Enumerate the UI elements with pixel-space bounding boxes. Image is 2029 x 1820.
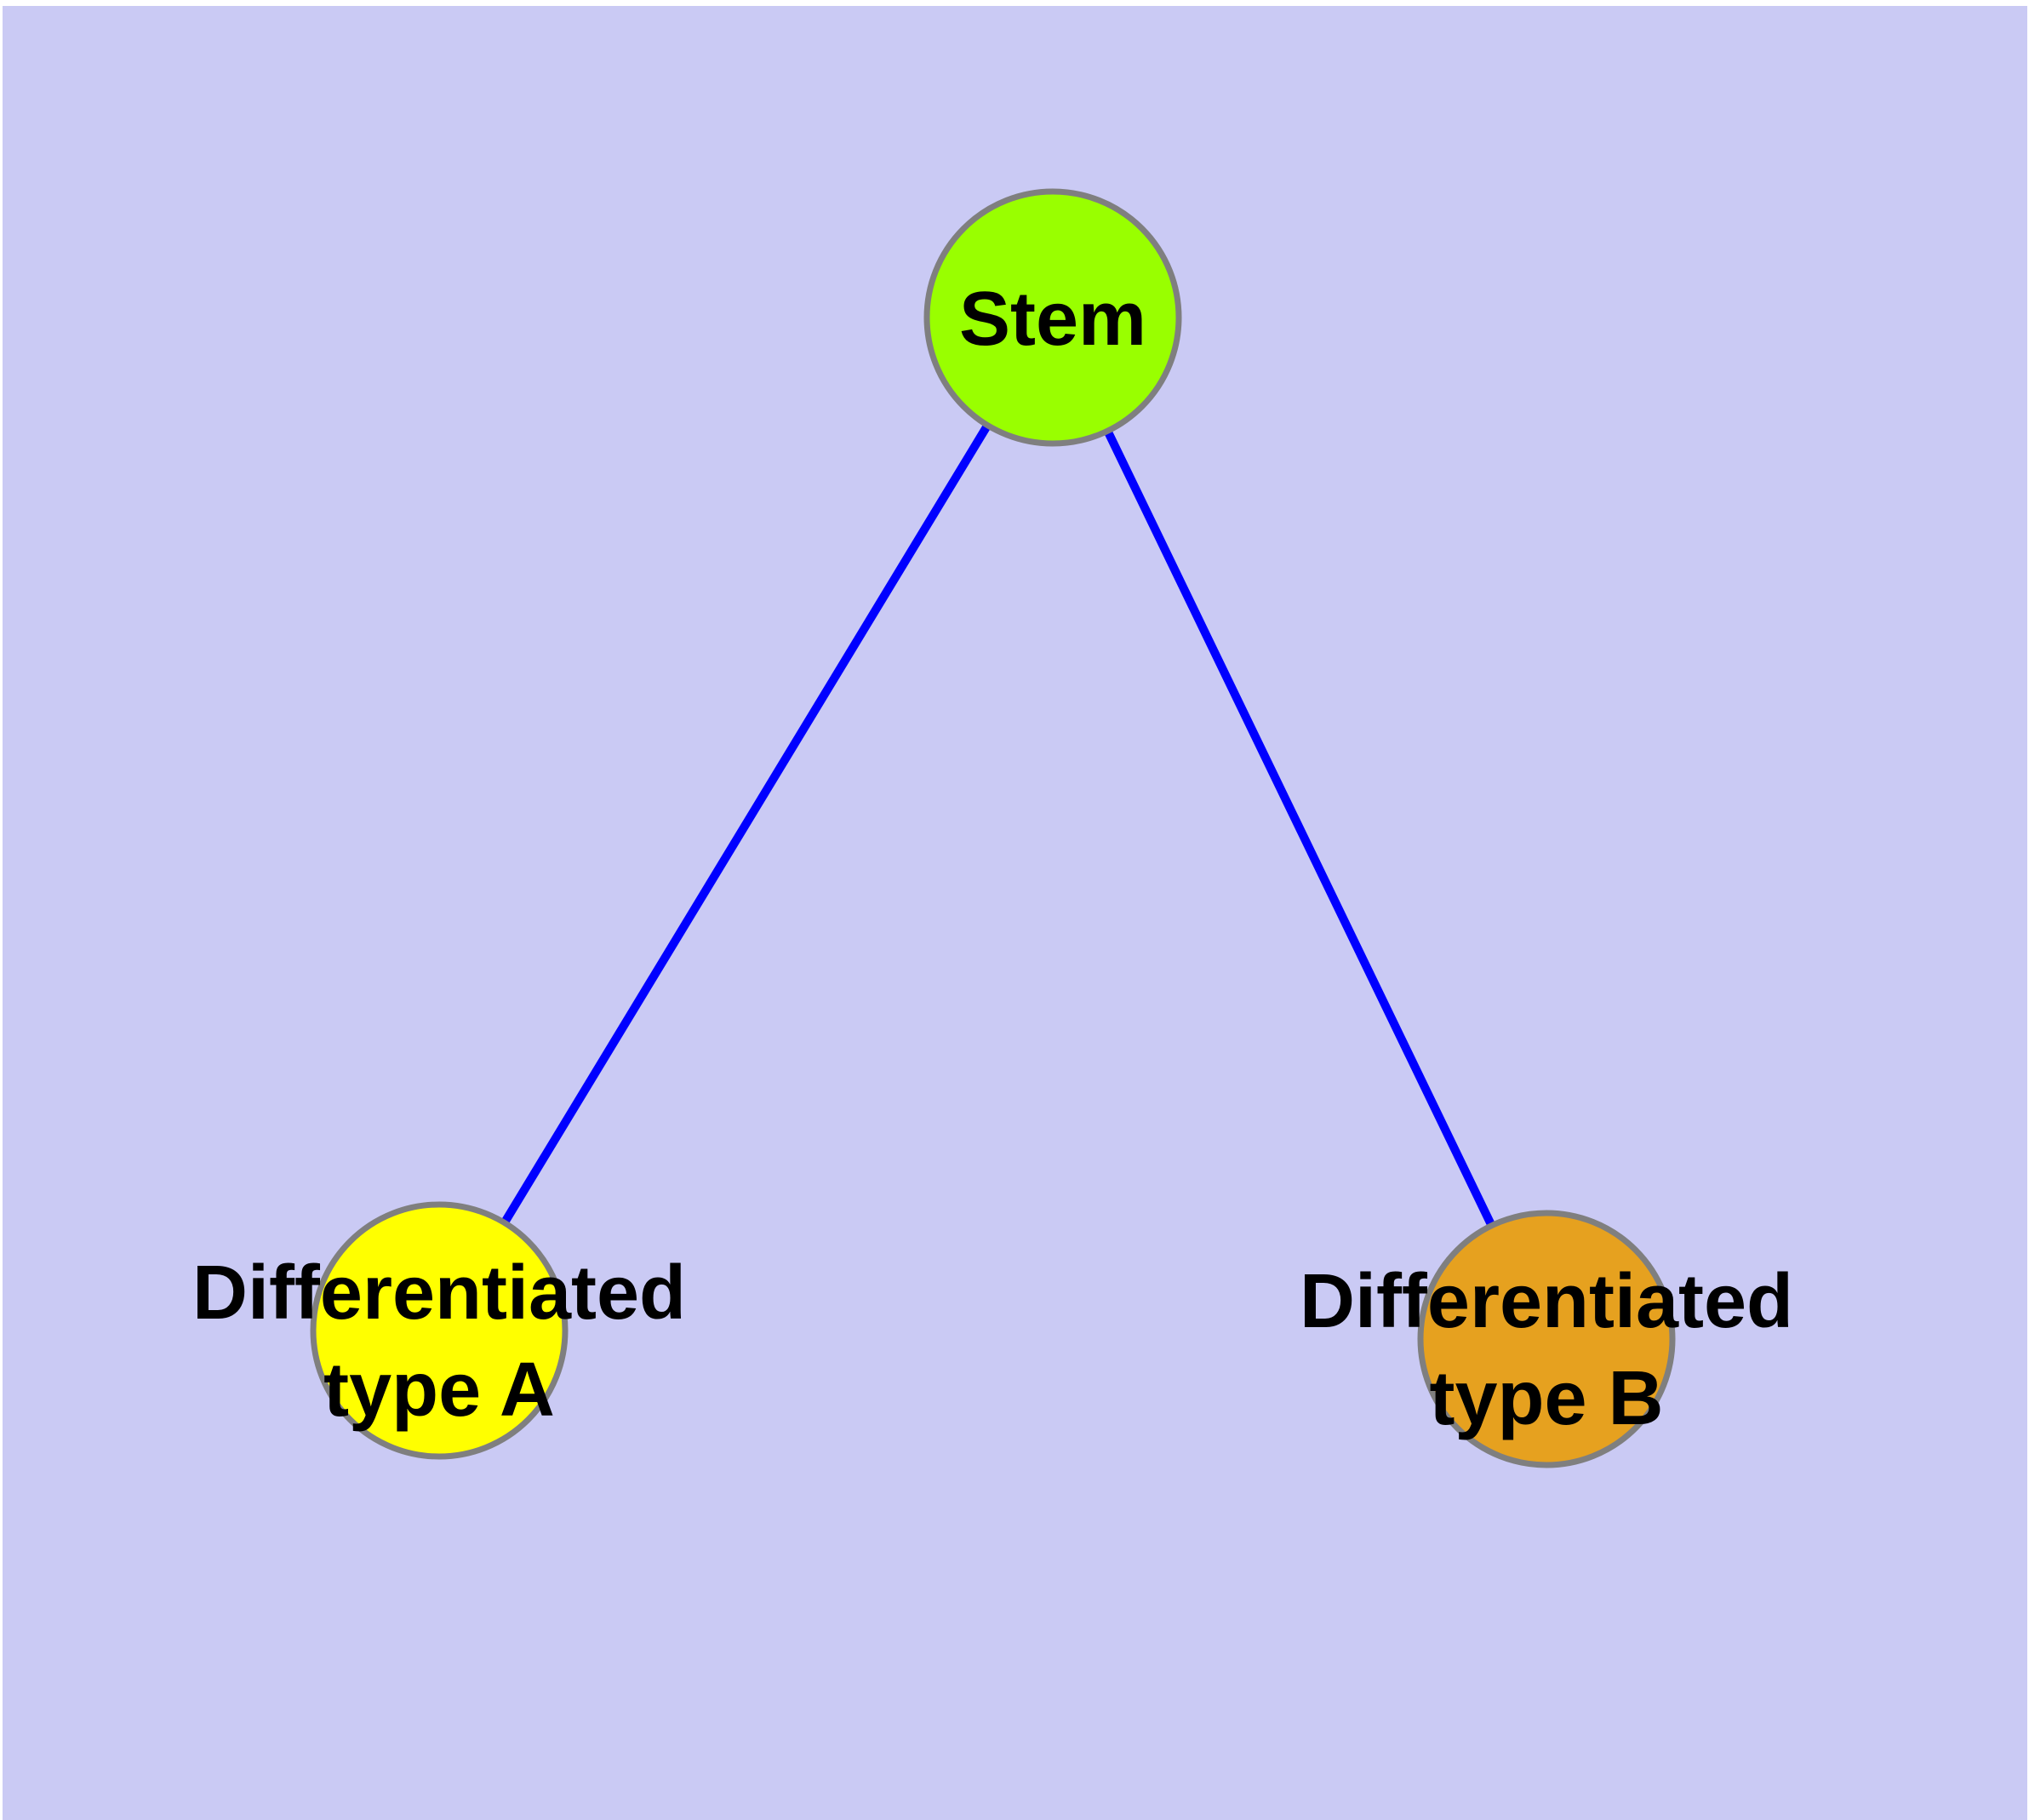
- edge-stem-to-type-a: [435, 315, 1057, 1333]
- edge-stem-to-type-b: [1049, 315, 1551, 1342]
- node-differentiated-type-b: Differentiated type B: [1300, 1210, 1793, 1468]
- node-differentiated-type-a-label-line1: Differentiated: [192, 1251, 686, 1336]
- node-differentiated-type-a-circle: [310, 1201, 569, 1460]
- node-stem: Stem: [923, 188, 1182, 447]
- node-differentiated-type-a-label-line2: type A: [323, 1348, 555, 1433]
- node-stem-label: Stem: [959, 277, 1146, 362]
- node-differentiated-type-b-label-line2: type B: [1429, 1356, 1663, 1441]
- node-differentiated-type-b-circle: [1417, 1210, 1676, 1468]
- node-differentiated-type-a: Differentiated type A: [192, 1201, 686, 1460]
- node-differentiated-type-b-label-line1: Differentiated: [1300, 1259, 1793, 1344]
- node-stem-circle: [923, 188, 1182, 447]
